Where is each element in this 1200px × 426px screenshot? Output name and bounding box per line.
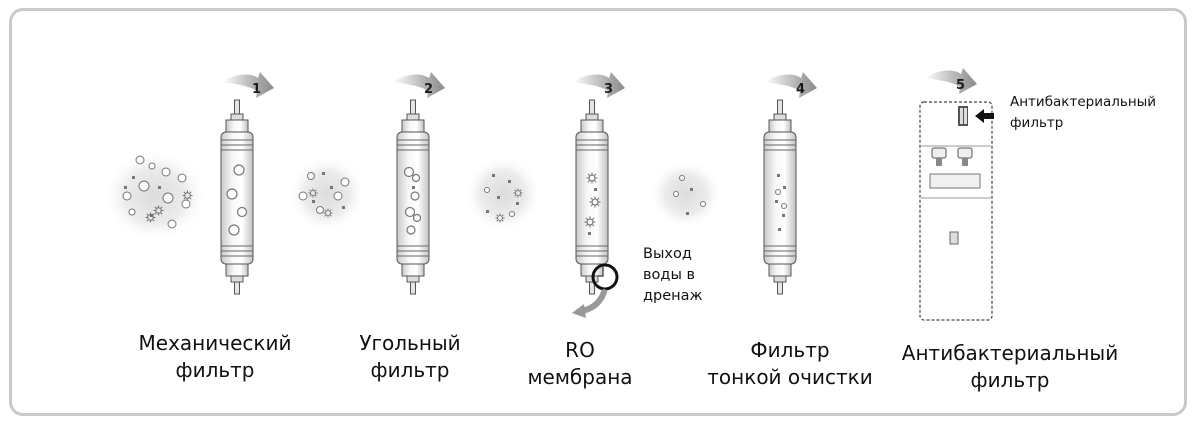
step-label-4: Фильтр тонкой очистки: [707, 338, 873, 389]
step-number-2: 2: [424, 82, 433, 97]
particle-cloud-4: [650, 160, 722, 228]
step-number-4: 4: [796, 82, 805, 97]
step-number-5: 5: [956, 78, 965, 93]
filter-cartridge-4: [763, 99, 797, 295]
particle-cloud-3: [465, 156, 541, 232]
step-arrow-5: 5: [925, 68, 977, 94]
step-label-3: RO мембрана: [527, 338, 633, 389]
step-label-2: Угольный фильтр: [359, 331, 461, 382]
step-arrow-3: 3: [573, 72, 625, 98]
step-label-1: Механический фильтр: [138, 331, 292, 382]
step-number-3: 3: [604, 82, 613, 97]
step-number-1: 1: [252, 82, 261, 97]
filter-cartridge-1: [220, 99, 254, 295]
step-label-5: Антибактериальный фильтр: [901, 341, 1119, 392]
water-cooler-icon: [919, 101, 993, 321]
particle-cloud-1: [103, 150, 207, 242]
step-arrow-1: 1: [222, 72, 274, 98]
filter-cartridge-2: [396, 99, 430, 295]
step-arrow-4: 4: [765, 72, 817, 98]
drain-outlet: [572, 263, 619, 318]
step-arrow-2: 2: [393, 72, 445, 98]
drain-callout: Выход воды в дренаж: [643, 246, 703, 304]
antibacterial-callout: Антибактериальный фильтр: [1010, 94, 1157, 131]
antibacterial-pointer-arrow: [975, 109, 994, 123]
particle-cloud-2: [289, 156, 365, 232]
diagram-frame: [9, 8, 1187, 416]
